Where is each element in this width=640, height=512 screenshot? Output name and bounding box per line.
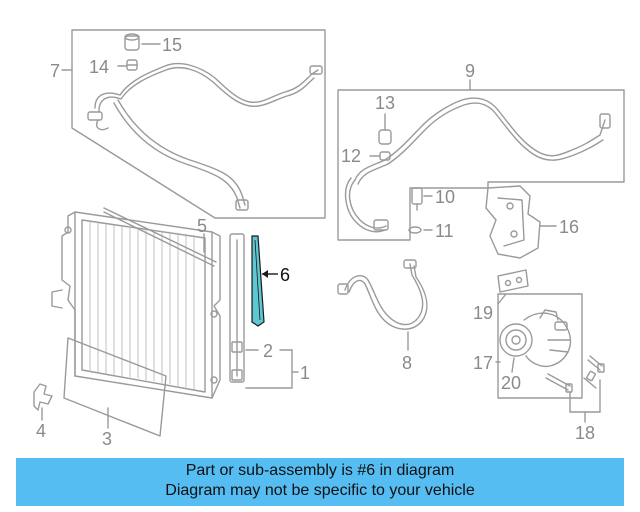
callout-11: 11 xyxy=(435,221,454,241)
highlighted-part-6 xyxy=(251,235,278,327)
callout-14: 14 xyxy=(89,57,109,77)
seal-panel-3 xyxy=(63,337,167,437)
callout-16: 16 xyxy=(559,217,579,237)
callout-13: 13 xyxy=(375,93,395,113)
leader-20 xyxy=(511,357,515,373)
callout-15: 15 xyxy=(162,35,182,55)
hose-8 xyxy=(337,259,428,330)
leader-19 xyxy=(497,293,507,305)
hose-7 xyxy=(87,62,323,211)
callout-6: 6 xyxy=(280,265,290,285)
info-banner: Part or sub-assembly is #6 in diagram Di… xyxy=(16,458,624,506)
condenser-1 xyxy=(51,211,221,399)
callout-5: 5 xyxy=(197,216,207,236)
callout-8: 8 xyxy=(402,353,412,373)
callout-1: 1 xyxy=(300,363,310,383)
banner-line-1: Part or sub-assembly is #6 in diagram xyxy=(185,462,455,479)
bolts-18 xyxy=(545,355,605,423)
callout-12: 12 xyxy=(341,146,361,166)
switch-10 xyxy=(411,187,423,211)
callout-3: 3 xyxy=(102,429,112,449)
leader-2-1 xyxy=(245,349,299,389)
hose-9 xyxy=(344,97,611,233)
callout-9: 9 xyxy=(465,61,475,81)
callout-19: 19 xyxy=(473,303,493,323)
callout-18: 18 xyxy=(575,423,595,443)
callout-20: 20 xyxy=(501,373,521,393)
banner-line-2: Diagram may not be specific to your vehi… xyxy=(165,482,475,499)
callout-17: 17 xyxy=(473,353,493,373)
bracket-4 xyxy=(33,383,53,411)
sensor-13 xyxy=(378,121,392,145)
oring-14 xyxy=(126,59,138,71)
cap-15 xyxy=(124,33,140,51)
oring-12 xyxy=(379,151,391,161)
receiver-drier-2 xyxy=(229,233,245,383)
hose-group-7-box xyxy=(61,29,326,219)
bracket-16 xyxy=(485,185,541,259)
oring-11 xyxy=(408,226,422,234)
seal-5 xyxy=(103,207,217,267)
callout-10: 10 xyxy=(435,187,455,207)
bracket-19 xyxy=(497,269,529,293)
callout-4: 4 xyxy=(36,421,46,441)
callout-7: 7 xyxy=(50,61,60,81)
compressor-20 xyxy=(499,309,572,368)
callout-2: 2 xyxy=(263,341,273,361)
compressor-group-box xyxy=(497,293,583,399)
